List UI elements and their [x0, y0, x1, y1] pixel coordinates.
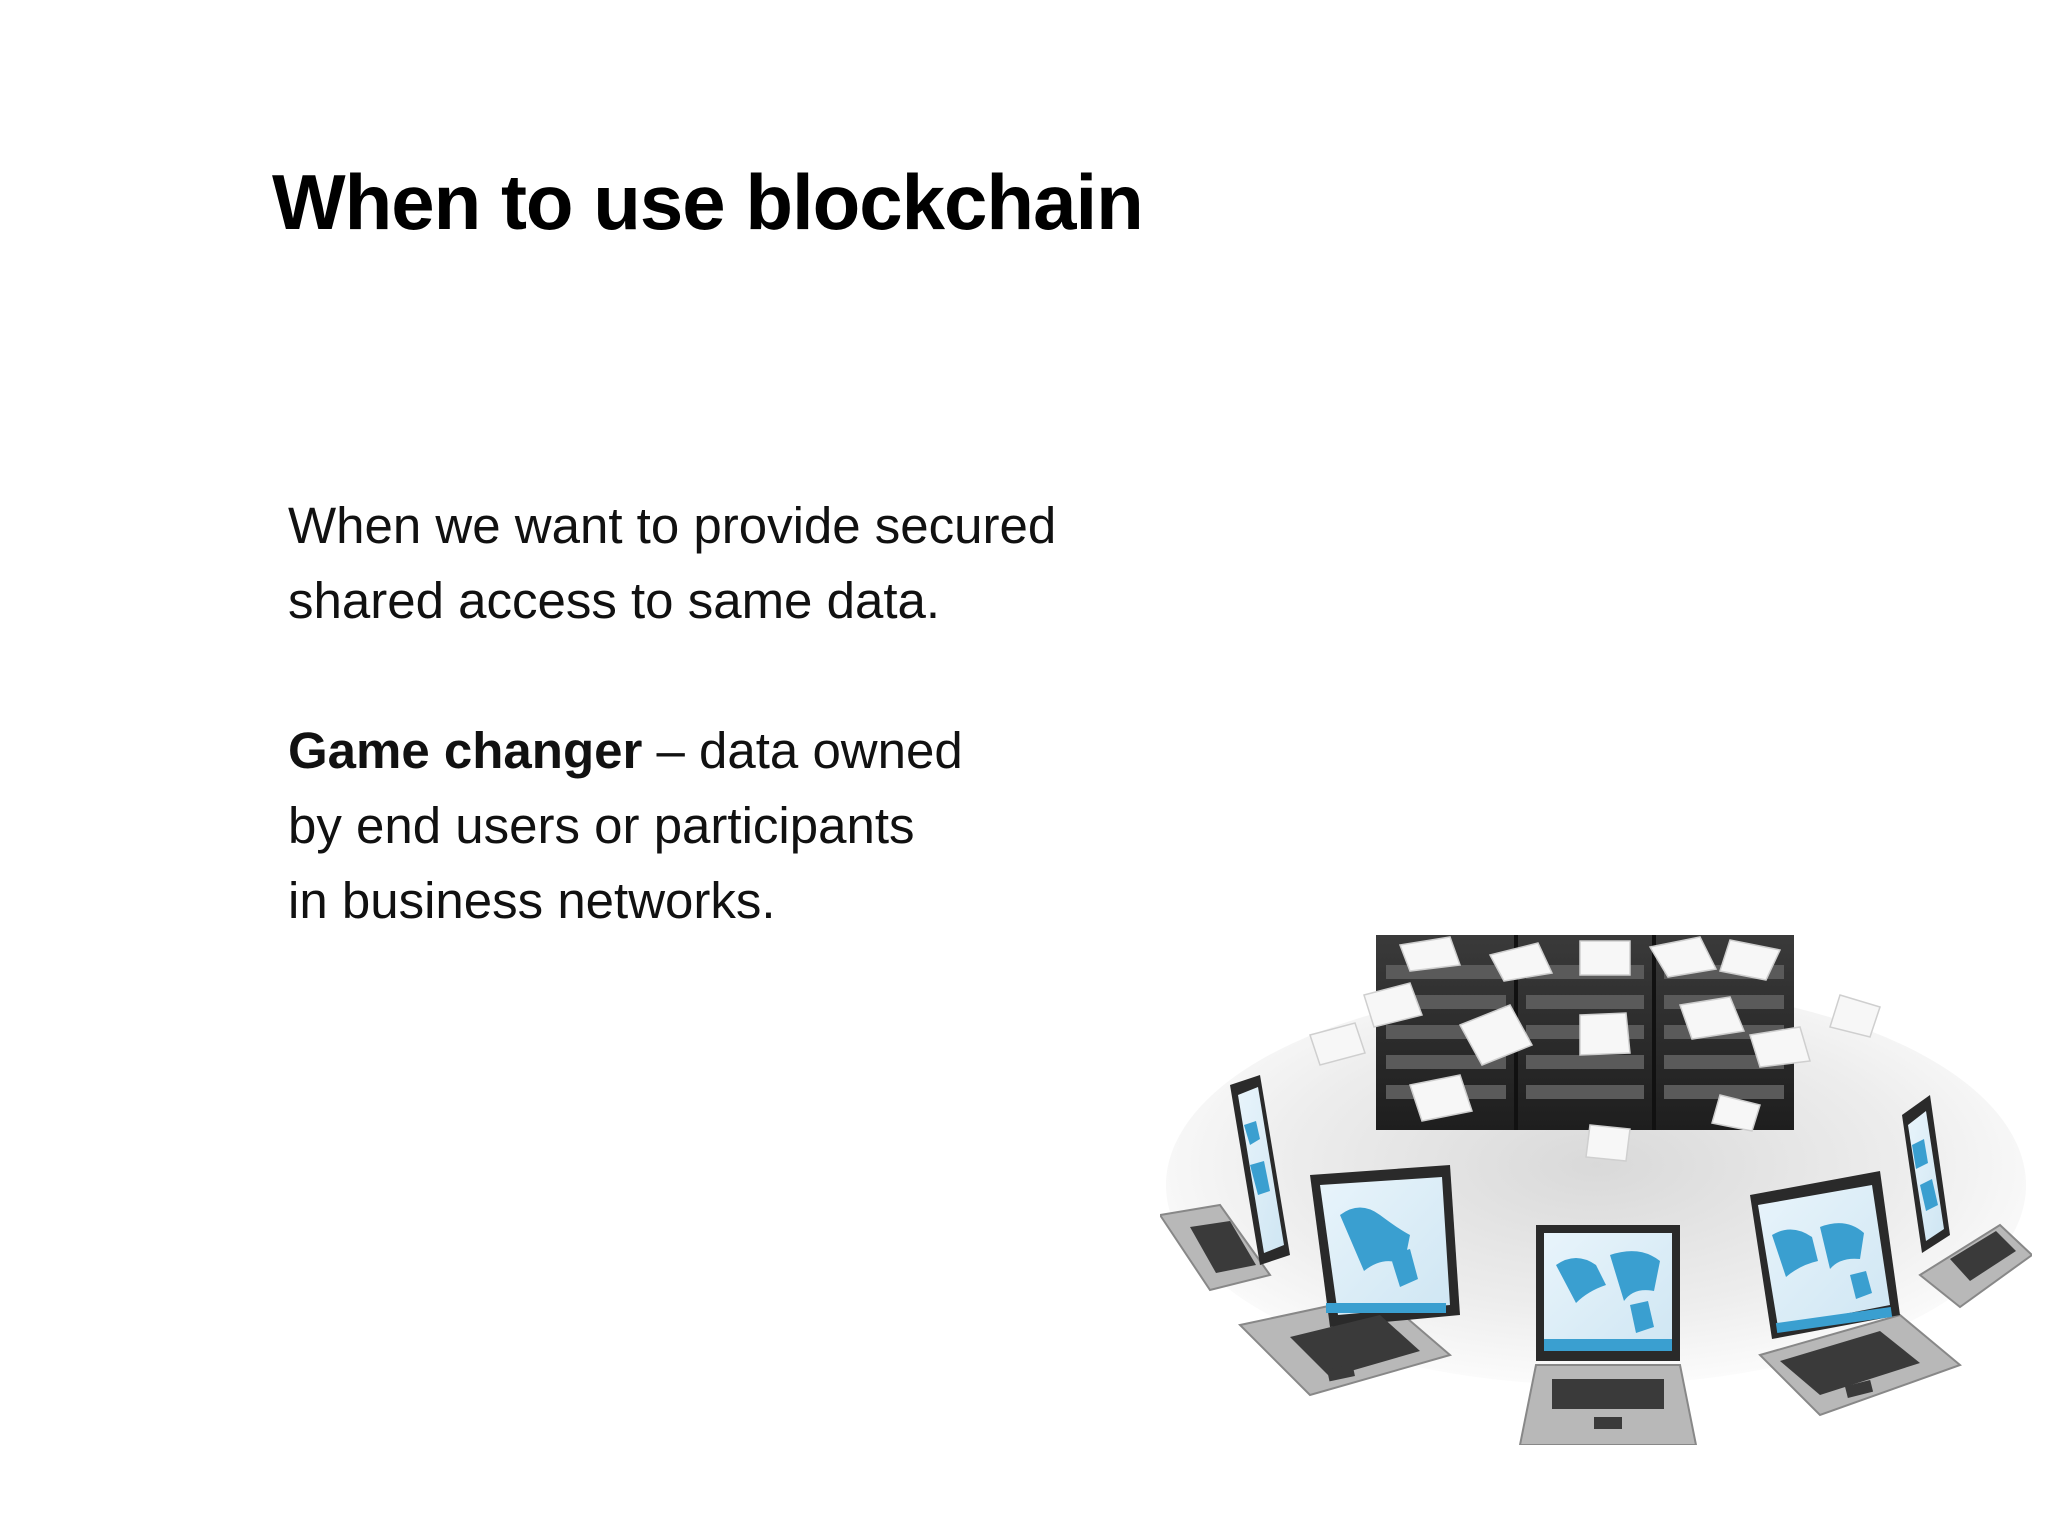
laptop-left-far-icon: [1160, 1075, 1290, 1292]
network-illustration: [1160, 935, 2032, 1445]
slide-body: When we want to provide secured shared a…: [288, 488, 1188, 938]
laptop-left-near-icon: [1237, 1165, 1460, 1397]
paragraph-game-changer: Game changer – data owned by end users o…: [288, 713, 1188, 938]
slide-title: When to use blockchain: [272, 158, 1144, 246]
game-changer-line-3: in business networks.: [288, 872, 776, 929]
game-changer-line-2: by end users or participants: [288, 797, 915, 854]
paragraph-shared-access-line-2: shared access to same data.: [288, 572, 941, 629]
game-changer-line-1: – data owned: [642, 722, 963, 779]
flying-papers-icon: [1309, 936, 1881, 1162]
paragraph-shared-access: When we want to provide secured shared a…: [288, 488, 1188, 638]
paragraph-gap: [288, 638, 1188, 713]
paragraph-shared-access-line-1: When we want to provide secured: [288, 497, 1057, 554]
laptop-right-near-icon: [1750, 1171, 1962, 1417]
game-changer-lead: Game changer: [288, 722, 643, 779]
laptop-center-icon: [1518, 1225, 1698, 1445]
laptop-right-far-icon: [1902, 1095, 2032, 1309]
